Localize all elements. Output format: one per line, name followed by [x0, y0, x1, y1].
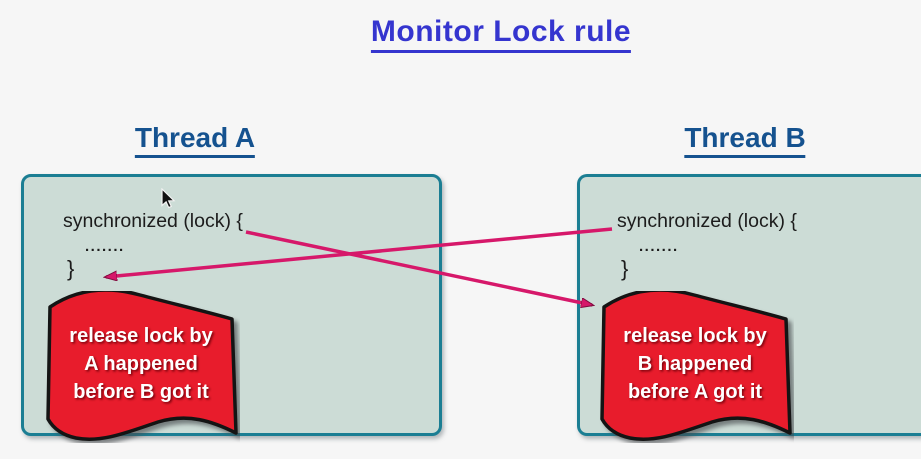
flag-line: B happened	[637, 353, 753, 375]
flag-banner-shape	[600, 291, 792, 441]
thread-b-release-flag: release lock by B happened before A got …	[596, 291, 794, 443]
flag-line: before B got it	[73, 381, 209, 403]
thread-a-release-flag: release lock by A happened before B got …	[42, 291, 240, 443]
flag-line: A happened	[84, 353, 198, 375]
thread-b-heading: Thread B	[684, 122, 806, 158]
thread-a-synchronized-open: synchronized (lock) {	[63, 210, 243, 232]
thread-b-synchronized-open: synchronized (lock) {	[617, 210, 797, 232]
flag-line: before A got it	[627, 381, 763, 403]
thread-a-heading: Thread A	[134, 122, 256, 158]
page-title: Monitor Lock rule	[370, 15, 632, 53]
flag-line: release lock by	[69, 325, 213, 347]
mouse-cursor-icon	[161, 188, 176, 209]
thread-b-code-dots: .......	[639, 238, 679, 255]
flag-text: release lock by B happened before A got …	[596, 322, 794, 406]
flag-shape	[600, 291, 792, 441]
thread-b-closing-brace: }	[621, 256, 629, 281]
flag-text: release lock by A happened before B got …	[42, 322, 240, 406]
flag-shape	[46, 291, 238, 441]
flag-banner-shape	[46, 291, 238, 441]
flag-line: release lock by	[623, 325, 767, 347]
thread-a-code-dots: .......	[85, 238, 125, 255]
thread-a-closing-brace: }	[67, 256, 75, 281]
